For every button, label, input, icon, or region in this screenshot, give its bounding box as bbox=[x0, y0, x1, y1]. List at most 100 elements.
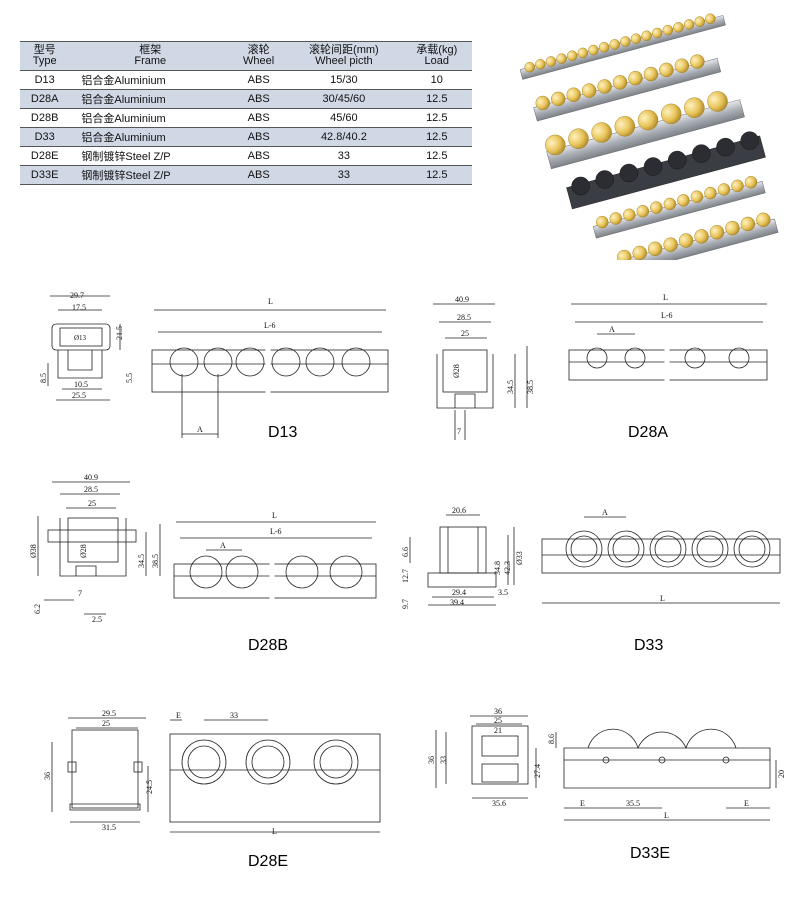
roller-wheel bbox=[535, 95, 550, 111]
cell-type: D28A bbox=[20, 89, 70, 109]
roller-wheel bbox=[597, 79, 612, 94]
d33-dim-diameter: Ø33 bbox=[515, 551, 524, 565]
d28a-dim-diameter: Ø28 bbox=[452, 364, 461, 378]
caption-d13: D13 bbox=[268, 424, 298, 441]
roller-wheel bbox=[623, 208, 636, 222]
roller-wheel bbox=[678, 233, 694, 248]
d33e-dim-end-left: E bbox=[580, 799, 585, 808]
d33e-dim-height-rail: 27.4 bbox=[533, 764, 542, 778]
d13-dim-length-inner: L-6 bbox=[264, 321, 276, 330]
roller-wheel bbox=[660, 103, 682, 125]
cell-wheel: ABS bbox=[231, 127, 287, 147]
cell-wheel: ABS bbox=[231, 108, 287, 128]
cell-frame: 铝合金Aluminium bbox=[69, 89, 232, 109]
d13-dim-length: L bbox=[268, 297, 273, 306]
d13-side-view bbox=[151, 309, 389, 438]
d13-section bbox=[47, 295, 121, 401]
d28a-dim-height-total: 38.5 bbox=[526, 380, 535, 394]
cell-frame: 铝合金Aluminium bbox=[69, 127, 232, 147]
roller-wheel bbox=[551, 91, 566, 107]
roller-wheel bbox=[704, 186, 717, 200]
d33-side-view bbox=[541, 516, 781, 604]
cell-load: 12.5 bbox=[401, 127, 472, 147]
d33e-side-view bbox=[555, 728, 777, 821]
roller-wheel bbox=[692, 144, 711, 163]
roller-wheel bbox=[566, 87, 581, 102]
cell-type: D33E bbox=[20, 165, 70, 185]
roller-wheel bbox=[619, 163, 639, 183]
roller-wheel bbox=[690, 190, 704, 203]
roller-wheel bbox=[647, 241, 663, 256]
roller-wheel bbox=[652, 27, 663, 39]
d13-dim-height-base: 8.5 bbox=[39, 373, 48, 383]
cell-wheel: ABS bbox=[231, 165, 287, 185]
cell-type: D33 bbox=[20, 127, 70, 147]
roller-wheel bbox=[571, 176, 590, 196]
caption-d28a: D28A bbox=[628, 424, 669, 441]
d13-dim-pitch: A bbox=[197, 425, 203, 434]
d28e-dim-width-inner: 25 bbox=[102, 719, 110, 728]
d28a-dim-width-mid: 28.5 bbox=[457, 313, 471, 322]
roller-wheel bbox=[595, 170, 614, 189]
d28b-dim-height-total: 38.5 bbox=[151, 554, 160, 568]
d28b-dim-diameter-flange: Ø38 bbox=[29, 544, 38, 558]
roller-wheel bbox=[694, 16, 705, 27]
cell-pitch: 30/45/60 bbox=[286, 89, 402, 109]
roller-wheel bbox=[643, 157, 663, 176]
roller-wheel bbox=[614, 116, 636, 137]
d13-svg: 29.7 17.5 Ø13 21.5 8.5 5.5 10.5 25.5 L L… bbox=[39, 291, 389, 438]
track-4 bbox=[566, 131, 766, 210]
cell-type: D28E bbox=[20, 146, 70, 166]
roller-wheel bbox=[641, 30, 652, 42]
d33-dim-height-mid: 12.7 bbox=[401, 569, 410, 583]
roller-wheel bbox=[650, 201, 663, 214]
cell-pitch: 42.8/40.2 bbox=[286, 127, 402, 147]
roller-wheel bbox=[588, 44, 599, 56]
d28b-dim-width-mid: 28.5 bbox=[84, 485, 98, 494]
d28e-dim-height: 36 bbox=[43, 772, 52, 780]
d28b-dim-base: 6.2 bbox=[33, 604, 42, 614]
roller-wheel bbox=[709, 225, 725, 240]
header-load: 承载(kg)Load bbox=[401, 41, 472, 71]
track-1 bbox=[519, 13, 726, 80]
d33-dim-offset: 3.5 bbox=[498, 588, 508, 597]
roller-wheel bbox=[663, 197, 677, 211]
roller-wheel bbox=[568, 128, 589, 149]
roller-wheel bbox=[598, 42, 610, 53]
d13-dim-base-width: 25.5 bbox=[72, 391, 86, 400]
d28b-dim-length-inner: L-6 bbox=[270, 527, 282, 536]
roller-wheel bbox=[632, 245, 647, 261]
cell-pitch: 33 bbox=[286, 165, 402, 185]
roller-wheel bbox=[731, 179, 744, 193]
drawing-d28e: 29.5 25 36 24.5 31.5 E 33 L bbox=[40, 708, 400, 843]
caption-d28e: D28E bbox=[248, 853, 289, 870]
d28a-dim-pitch: A bbox=[609, 325, 615, 334]
cell-load: 12.5 bbox=[401, 165, 472, 185]
roller-wheel bbox=[567, 50, 578, 61]
roller-wheel bbox=[609, 39, 620, 50]
roller-wheel bbox=[628, 70, 643, 86]
d28e-dim-pitch: 33 bbox=[230, 711, 238, 720]
d28a-dim-height: 34.5 bbox=[506, 380, 515, 394]
cell-frame: 钢制镀锌Steel Z/P bbox=[69, 146, 232, 166]
cell-load: 12.5 bbox=[401, 146, 472, 166]
d33-dim-height-total: 42.3 bbox=[503, 561, 512, 575]
cell-wheel: ABS bbox=[231, 70, 287, 90]
d33-section bbox=[409, 514, 515, 606]
d33-dim-height: 34.8 bbox=[493, 561, 502, 575]
cell-wheel: ABS bbox=[231, 146, 287, 166]
cell-frame: 铝合金Aluminium bbox=[69, 108, 232, 128]
d33-svg: 20.6 6.6 12.7 9.7 34.8 42.3 Ø33 29.4 39.… bbox=[401, 506, 781, 609]
roller-wheel bbox=[725, 220, 740, 236]
caption-d28b: D28B bbox=[248, 637, 289, 654]
d28a-dim-width-inner: 25 bbox=[461, 329, 469, 338]
d13-dim-height-slot: 5.5 bbox=[125, 373, 134, 383]
d28b-dim-slot: 7 bbox=[78, 589, 82, 598]
